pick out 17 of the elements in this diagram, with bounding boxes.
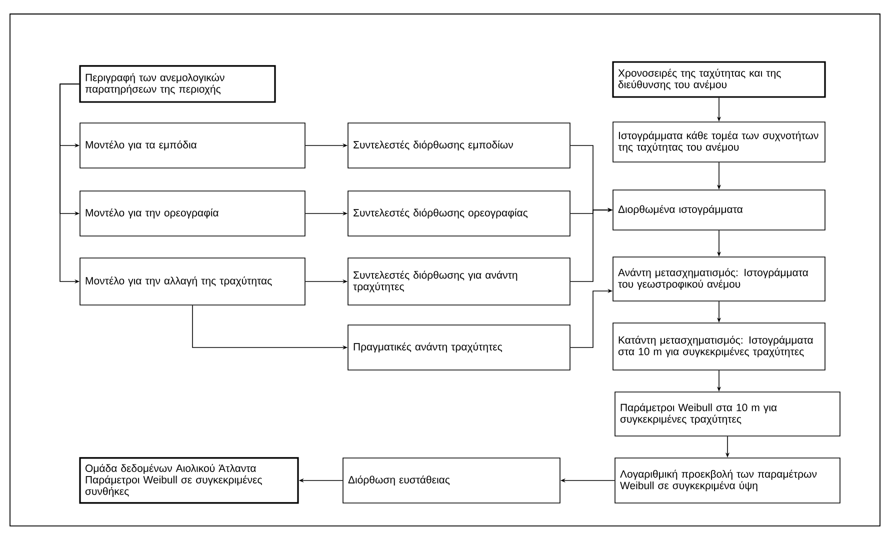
input-box: Χρονοσειρές της ταχύτητας και της διεύθυνσης του ανέμου bbox=[612, 61, 826, 98]
process-box: Ιστογράμματα κάθε τομέα των συχνοτήτων της ταχύτητας του ανέμου bbox=[612, 122, 826, 162]
process-box: Συντελεστές διόρθωσης για ανάντη τραχύτητες bbox=[348, 258, 570, 306]
process-box: Μοντέλο για την ορεογραφία bbox=[80, 190, 306, 236]
process-box: Ανάντη μετασχηματισμός: Ιστογράμματα του γεωστροφικού ανέμου bbox=[612, 256, 826, 302]
process-box: Μοντέλο για την αλλαγή της τραχύτητας bbox=[80, 258, 306, 306]
process-box: Συντελεστές διόρθωσης εμποδίων bbox=[348, 122, 570, 168]
process-box: Συντελεστές διόρθωσης ορεογραφίας bbox=[348, 190, 570, 236]
process-box: Λογαριθμική προεκβολή των παραμέτρων Weibull σε συγκεκριμένα ύψη bbox=[614, 458, 840, 504]
process-box: Πραγματικές ανάντη τραχύτητες bbox=[348, 324, 570, 370]
process-box: Μοντέλο για τα εμπόδια bbox=[80, 122, 306, 168]
input-box: Περιγραφή των ανεμολογικών παρατηρήσεων της περιοχής bbox=[79, 65, 276, 103]
output-box: Ομάδα δεδομένων Αιολικού Άτλαντα Παράμετροι Weibull σε συγκεκριμένες συνθήκες bbox=[79, 457, 299, 504]
process-box: Κατάντη μετασχηματισμός: Ιστογράμματα στα 10 m για συγκεκριμένες τραχύτητες bbox=[612, 322, 826, 370]
process-box: Διορθωμένα ιστογράμματα bbox=[612, 190, 826, 230]
process-box: Παράμετροι Weibull στα 10 m για συγκεκριμένες τραχύτητες bbox=[614, 392, 840, 436]
process-box: Διόρθωση ευστάθειας bbox=[342, 458, 560, 504]
